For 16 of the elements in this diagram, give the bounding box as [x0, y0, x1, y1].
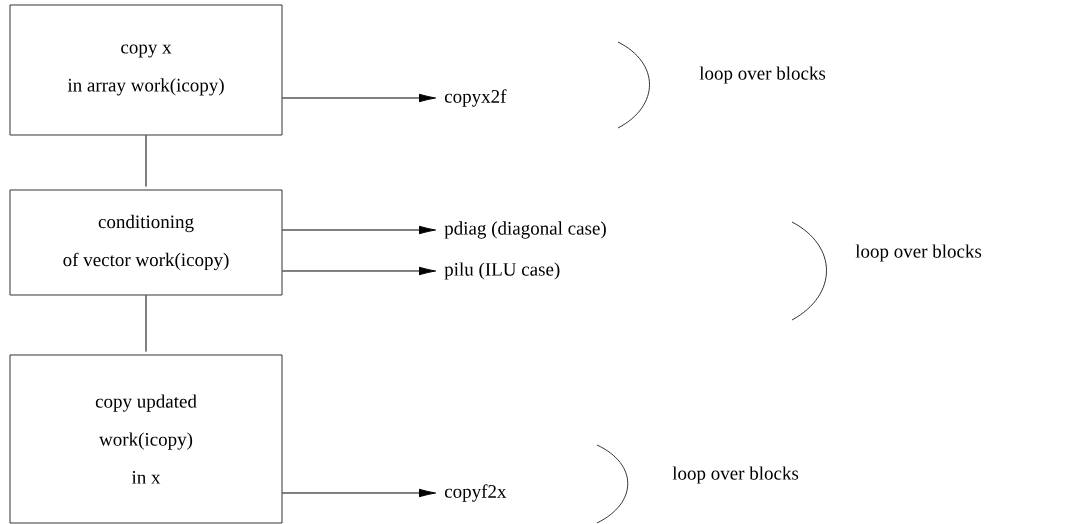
connector-line [145, 134, 147, 188]
routine-name: pilu (ILU case) [444, 262, 560, 280]
process-box: conditioning of vector work(icopy) [9, 189, 283, 296]
routine-name: pdiag (diagonal case) [444, 221, 606, 239]
routine-name: copyf2x [444, 484, 507, 502]
loop-note: loop over blocks [855, 244, 982, 262]
arrow [281, 266, 437, 276]
connector-line [145, 294, 147, 353]
loop-note: loop over blocks [699, 66, 826, 84]
arrow [281, 93, 437, 103]
routine-name: copyx2f [444, 89, 507, 107]
loop-note: loop over blocks [672, 466, 799, 484]
arrow [281, 488, 437, 498]
process-box: copy x in array work(icopy) [9, 4, 283, 136]
process-box: copy updated work(icopy) in x [9, 354, 283, 524]
arrow [281, 225, 437, 235]
